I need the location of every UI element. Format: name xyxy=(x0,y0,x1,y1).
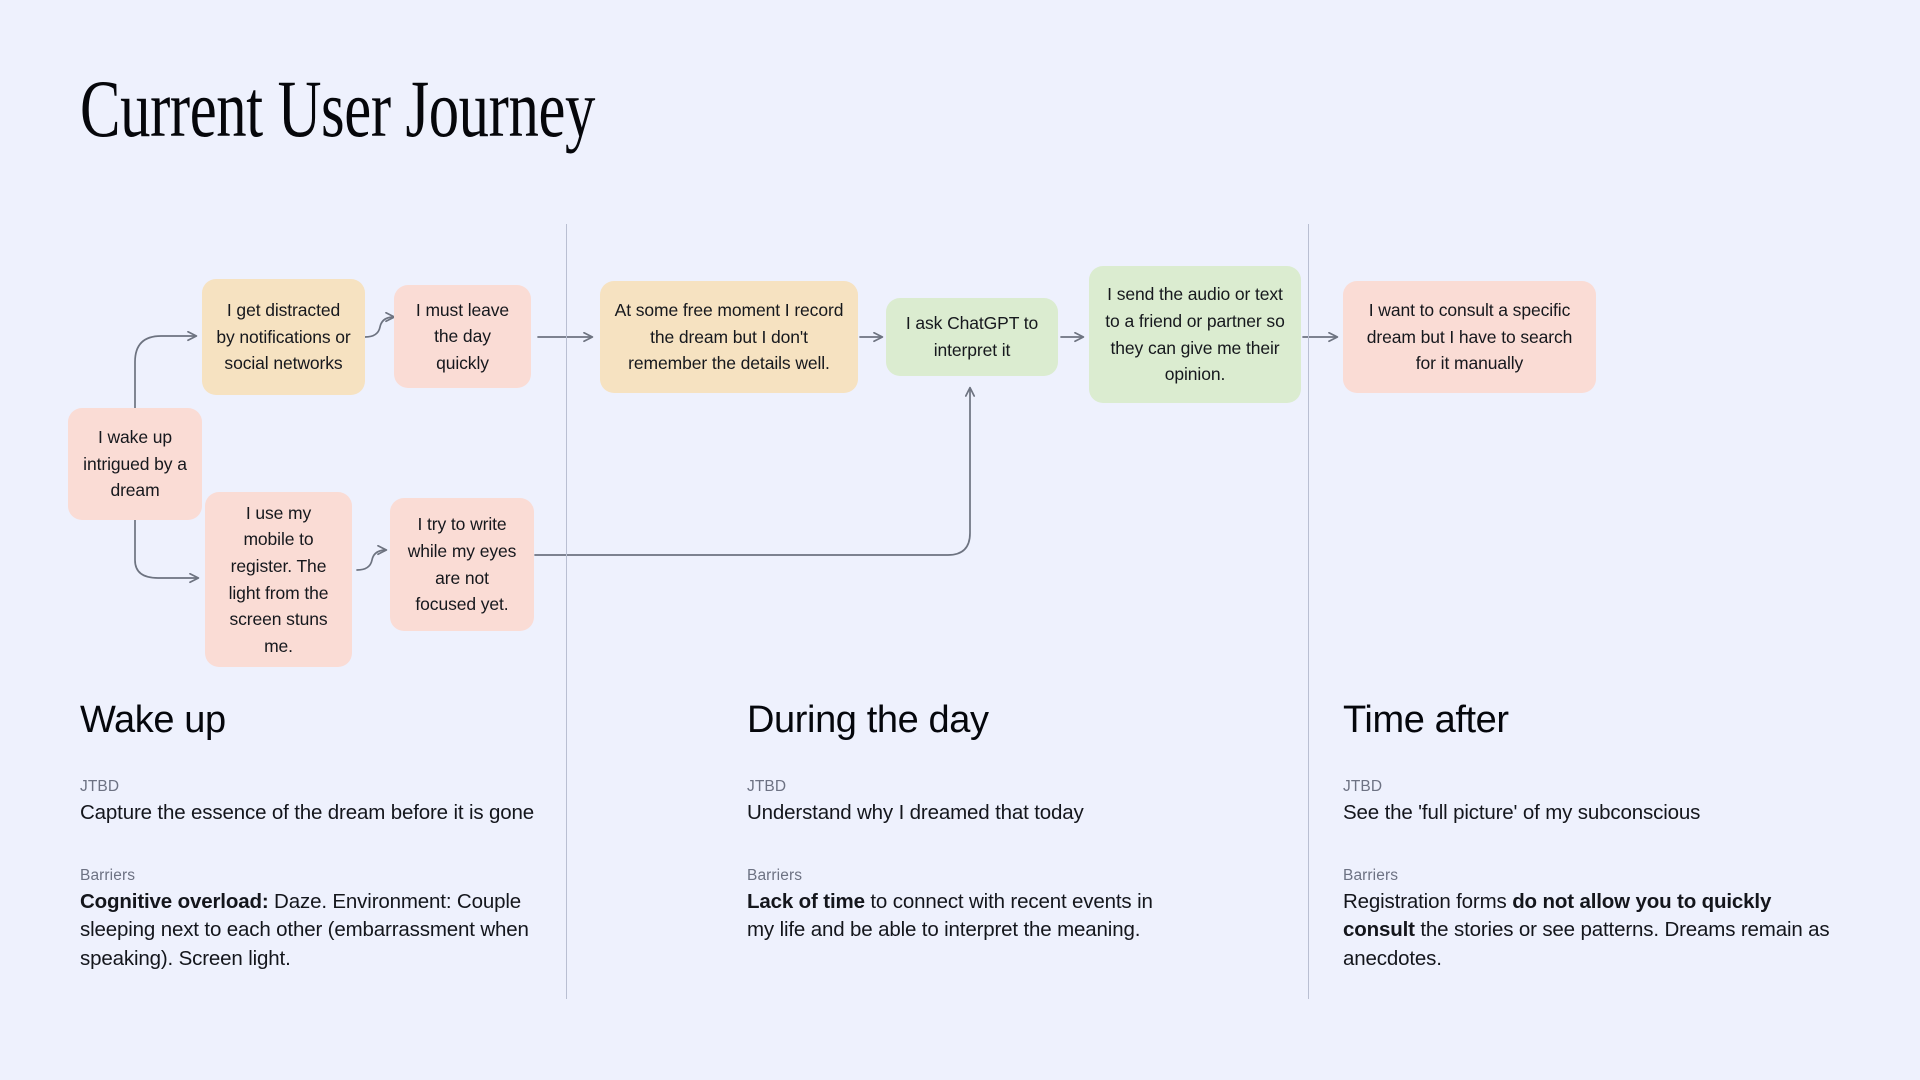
journey-flow-diagram: I wake up intrigued by a dream I get dis… xyxy=(68,224,1596,999)
jtbd-label-during-the-day: JTBD xyxy=(747,777,787,795)
jtbd-label-wake-up: JTBD xyxy=(80,777,120,795)
barriers-bold-time-after: do not allow you to quickly consult xyxy=(1343,890,1772,942)
flow-card-ask-chatgpt[interactable]: I ask ChatGPT to interpret it xyxy=(886,298,1058,376)
flow-card-try-to-write[interactable]: I try to write while my eyes are not foc… xyxy=(390,498,534,631)
barriers-rest-wake-up: Daze. Environment: Couple sleeping next … xyxy=(80,890,529,970)
barriers-text-during-the-day: Lack of time to connect with recent even… xyxy=(747,888,1179,945)
flow-card-distracted[interactable]: I get distracted by notifications or soc… xyxy=(202,279,365,395)
barriers-bold-during-the-day: Lack of time xyxy=(747,890,865,914)
barriers-bold-wake-up: Cognitive overload: xyxy=(80,890,269,914)
phase-title-during-the-day: During the day xyxy=(747,699,989,741)
phase-title-wake-up: Wake up xyxy=(80,699,226,741)
barriers-rest-time-after: the stories or see patterns. Dreams rema… xyxy=(1343,918,1830,970)
phase-title-time-after: Time after xyxy=(1343,699,1509,741)
barriers-label-during-the-day: Barriers xyxy=(747,867,803,885)
barriers-rest-during-the-day: to connect with recent events in my life… xyxy=(747,890,1153,942)
flow-card-record-dream[interactable]: At some free moment I record the dream b… xyxy=(600,281,858,393)
page-title: Current User Journey xyxy=(80,63,595,154)
barriers-prefix-time-after: Registration forms xyxy=(1343,890,1513,914)
phase-divider-2 xyxy=(1308,224,1309,999)
jtbd-text-during-the-day: Understand why I dreamed that today xyxy=(747,800,1084,824)
phase-column-wake-up: Wake up JTBD Capture the essence of the … xyxy=(80,699,548,973)
barriers-label-time-after: Barriers xyxy=(1343,867,1399,885)
flow-card-consult-dream[interactable]: I want to consult a specific dream but I… xyxy=(1343,281,1596,393)
barriers-text-time-after: Registration forms do not allow you to q… xyxy=(1343,888,1831,973)
jtbd-text-time-after: See the 'full picture' of my subconsciou… xyxy=(1343,800,1701,824)
jtbd-text-wake-up: Capture the essence of the dream before … xyxy=(80,800,535,824)
flow-card-use-mobile[interactable]: I use my mobile to register. The light f… xyxy=(205,492,352,667)
phase-column-during-the-day: During the day JTBD Understand why I dre… xyxy=(747,699,1179,945)
barriers-text-wake-up: Cognitive overload: Daze. Environment: C… xyxy=(80,888,548,973)
phase-column-time-after: Time after JTBD See the 'full picture' o… xyxy=(1343,699,1831,973)
flow-card-leave-day-quickly[interactable]: I must leave the day quickly xyxy=(394,285,531,388)
jtbd-label-time-after: JTBD xyxy=(1343,777,1383,795)
phase-divider-1 xyxy=(566,224,567,999)
barriers-label-wake-up: Barriers xyxy=(80,867,136,885)
flow-card-send-to-friend[interactable]: I send the audio or text to a friend or … xyxy=(1089,266,1301,403)
flow-card-wake-up[interactable]: I wake up intrigued by a dream xyxy=(68,408,202,520)
